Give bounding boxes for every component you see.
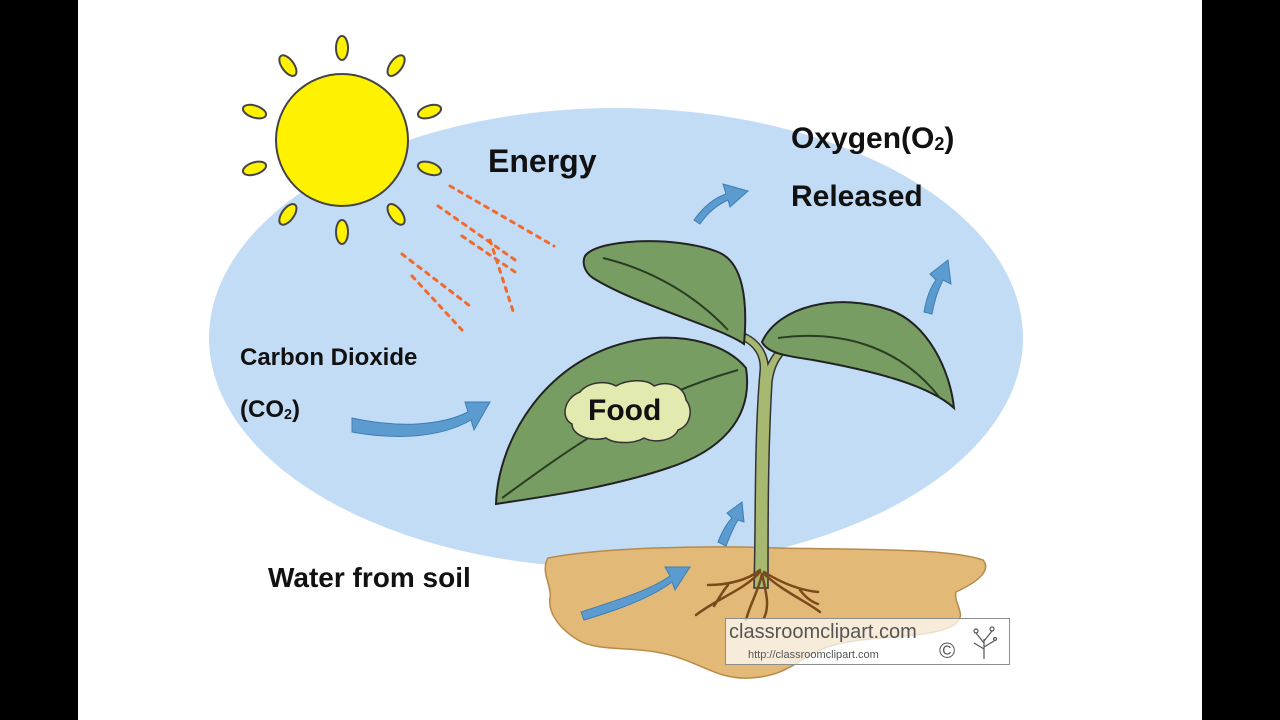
sun-ray bbox=[241, 103, 268, 120]
co2-formula-label: (CO2) bbox=[240, 396, 300, 424]
sun-ray bbox=[416, 103, 443, 120]
roots-icon bbox=[694, 568, 822, 622]
sun-ray bbox=[278, 203, 298, 226]
watermark-name: classroomclipart.com bbox=[729, 621, 917, 643]
watermark: classroomclipart.com http://classroomcli… bbox=[725, 618, 1010, 665]
co2-close: ) bbox=[292, 396, 301, 423]
oxygen-label: Oxygen(O2) bbox=[791, 122, 954, 156]
sky-background bbox=[209, 108, 1023, 568]
oxygen-text: Oxygen(O bbox=[791, 122, 935, 155]
carbon-dioxide-label: Carbon Dioxide bbox=[240, 344, 418, 371]
sun-ray bbox=[335, 35, 349, 61]
photosynthesis-illustration bbox=[209, 35, 1023, 679]
diagram-canvas: Energy Oxygen(O2) Released Carbon Dioxid… bbox=[78, 0, 1202, 720]
sun-ray bbox=[335, 219, 349, 245]
food-label: Food bbox=[588, 394, 662, 427]
energy-label: Energy bbox=[488, 143, 597, 179]
sun-ray bbox=[386, 54, 406, 77]
plant-stem bbox=[740, 333, 791, 589]
sun-ray bbox=[241, 160, 268, 177]
water-from-soil-label: Water from soil bbox=[268, 562, 471, 593]
oxygen-subscript: 2 bbox=[934, 134, 945, 154]
oxygen-close: ) bbox=[944, 122, 955, 155]
co2-subscript: 2 bbox=[284, 407, 293, 423]
sun-ray bbox=[386, 203, 406, 226]
sun-icon bbox=[241, 35, 443, 245]
released-label: Released bbox=[791, 180, 923, 213]
sun-ray bbox=[416, 160, 443, 177]
watermark-url: http://classroomclipart.com bbox=[748, 649, 879, 661]
energy-rays bbox=[400, 184, 556, 332]
food-blob bbox=[564, 380, 691, 444]
tree-logo-icon bbox=[973, 626, 998, 659]
copyright-symbol: © bbox=[939, 638, 956, 663]
arrow-icon bbox=[351, 183, 952, 621]
co2-open: (CO bbox=[240, 396, 284, 423]
sun-ray bbox=[278, 54, 298, 77]
